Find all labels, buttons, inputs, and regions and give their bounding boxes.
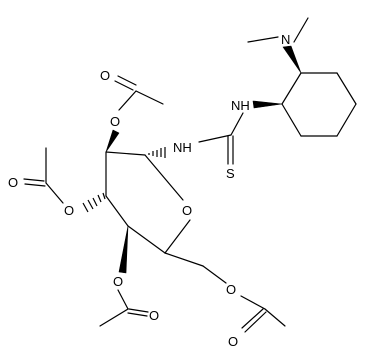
acetate-c2: O O xyxy=(100,68,164,153)
hashed-bond-c3-o xyxy=(82,192,106,213)
c4-carbonyl-o-label: O xyxy=(149,308,159,323)
thione-s-label: S xyxy=(226,166,235,181)
acetate-c6: O O xyxy=(164,252,286,349)
cyclohexane-ring xyxy=(281,72,357,137)
acetate-c3: O O xyxy=(8,147,106,218)
thiourea-nh-left-label: NH xyxy=(173,140,192,155)
wedge-bond-c4-o xyxy=(118,225,129,274)
c3-ester-o-label: O xyxy=(64,203,74,218)
c6-ester-o-label: O xyxy=(226,282,236,297)
thiourea-nh-right-label: NH xyxy=(231,98,250,113)
dimethylamino-group: N xyxy=(247,17,309,74)
amine-n-label: N xyxy=(281,32,290,47)
hashed-bond-c1-nh xyxy=(148,147,166,158)
c3-carbonyl-o-label: O xyxy=(8,175,18,190)
wedge-bond-c2-o xyxy=(105,129,120,153)
wedge-bond-cn xyxy=(282,45,302,74)
acetate-c4: O O xyxy=(99,225,159,327)
pyranose-ring: O xyxy=(105,147,192,254)
c2-carbonyl-o-label: O xyxy=(100,68,110,83)
c2-ester-o-label: O xyxy=(110,114,120,129)
c4-ester-o-label: O xyxy=(113,274,123,289)
wedge-bond-c-nh xyxy=(252,100,283,109)
ring-oxygen-label: O xyxy=(182,203,192,218)
c6-carbonyl-o-label: O xyxy=(228,334,238,349)
thiourea-group: NH S NH xyxy=(173,98,283,181)
